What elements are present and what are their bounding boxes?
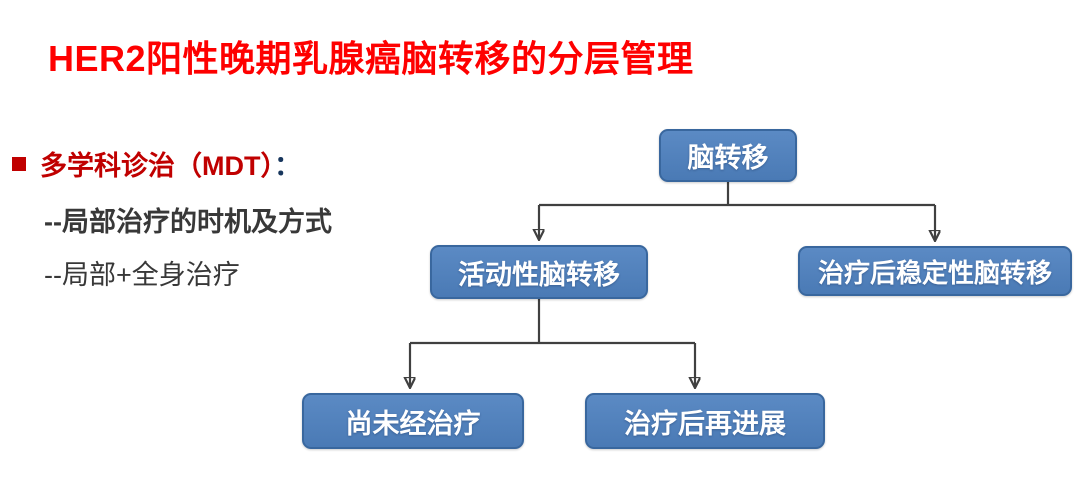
bullet-heading-row: 多学科诊治（MDT）： xyxy=(12,144,301,183)
flowchart-node-stable-after-treatment: 治疗后稳定性脑转移 xyxy=(798,246,1072,296)
flowchart-node-brain-metastasis: 脑转移 xyxy=(659,129,797,182)
bullet-heading: 多学科诊治（MDT）： xyxy=(40,144,301,183)
flowchart-node-untreated: 尚未经治疗 xyxy=(302,393,524,449)
bullet-subitem-local-plus-systemic: --局部+全身治疗 xyxy=(44,260,240,290)
bullet-heading-colon: ： xyxy=(273,151,301,181)
flowchart-node-progressed-after-treatment: 治疗后再进展 xyxy=(585,393,825,449)
bullet-square-icon xyxy=(12,156,26,171)
bullet-heading-text: 多学科诊治（MDT） xyxy=(40,151,274,181)
bullet-subitem-local-therapy-timing: --局部治疗的时机及方式 xyxy=(44,207,332,237)
page-title: HER2阳性晚期乳腺癌脑转移的分层管理 xyxy=(48,38,694,79)
flowchart-node-active-brain-metastasis: 活动性脑转移 xyxy=(430,245,648,299)
